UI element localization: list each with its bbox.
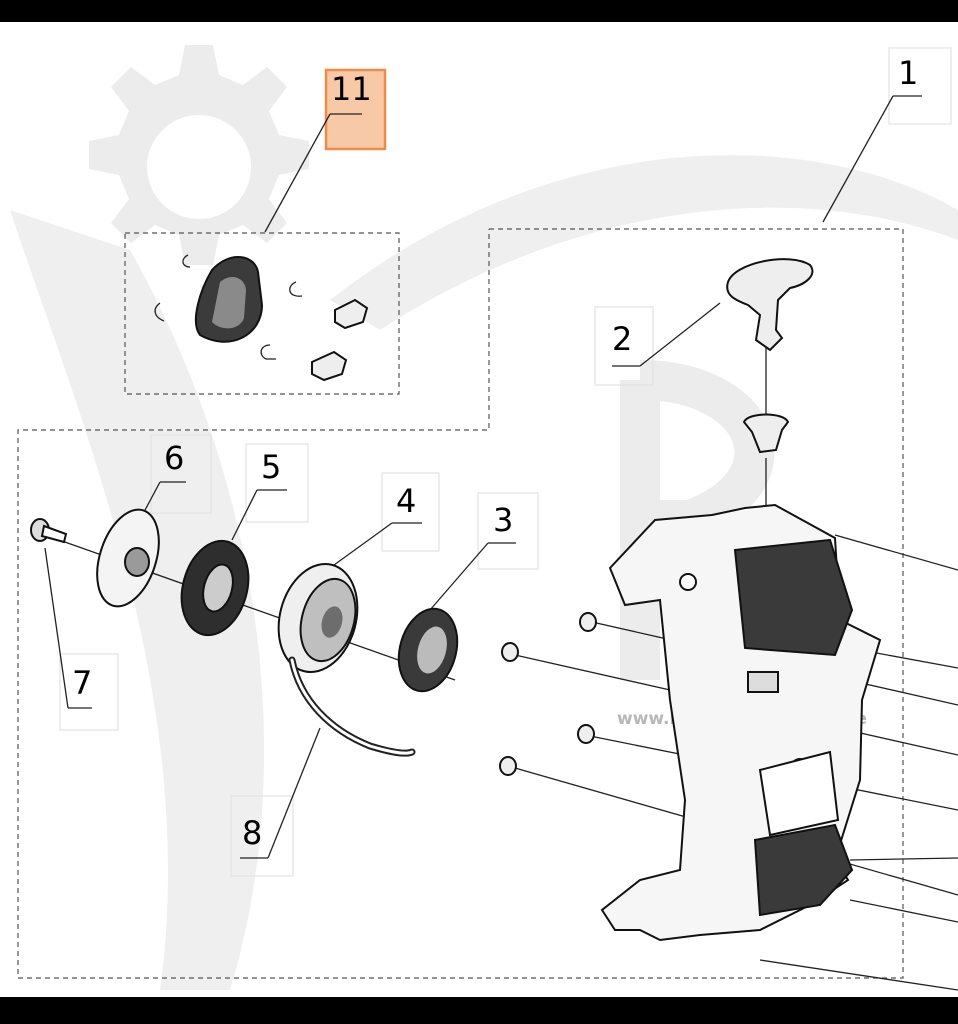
kit-11-group-box <box>124 232 400 395</box>
callout-label-5[interactable]: 5 <box>261 448 281 486</box>
bushings[interactable] <box>499 612 597 776</box>
callout-label-7[interactable]: 7 <box>72 664 92 702</box>
part-4-rope-pulley[interactable] <box>267 555 369 681</box>
part-6-disc[interactable] <box>86 502 170 614</box>
part-11-pawl-kit[interactable] <box>154 254 369 382</box>
callout-label-2[interactable]: 2 <box>612 320 632 358</box>
callout-label-8[interactable]: 8 <box>242 814 262 852</box>
callout-label-11[interactable]: 11 <box>331 70 372 108</box>
callout-label-4[interactable]: 4 <box>396 482 416 520</box>
part-3-spring-housing[interactable] <box>390 602 466 698</box>
callout-label-6[interactable]: 6 <box>164 439 184 477</box>
callout-11-highlight[interactable] <box>324 68 387 151</box>
part-5-recoil-spring[interactable] <box>172 533 259 642</box>
callout-boxes <box>59 47 952 877</box>
callout-label-1[interactable]: 1 <box>898 54 918 92</box>
bottom-frame <box>0 997 958 1024</box>
callout-labels: 1 2 3 4 5 6 7 8 11 <box>72 54 918 852</box>
part-2-starter-handle[interactable] <box>726 258 814 454</box>
callout-label-3[interactable]: 3 <box>493 501 513 539</box>
part-7-screw[interactable] <box>30 518 68 544</box>
starter-assembly-group-box <box>17 228 904 979</box>
part-1-starter-housing[interactable] <box>600 503 882 942</box>
